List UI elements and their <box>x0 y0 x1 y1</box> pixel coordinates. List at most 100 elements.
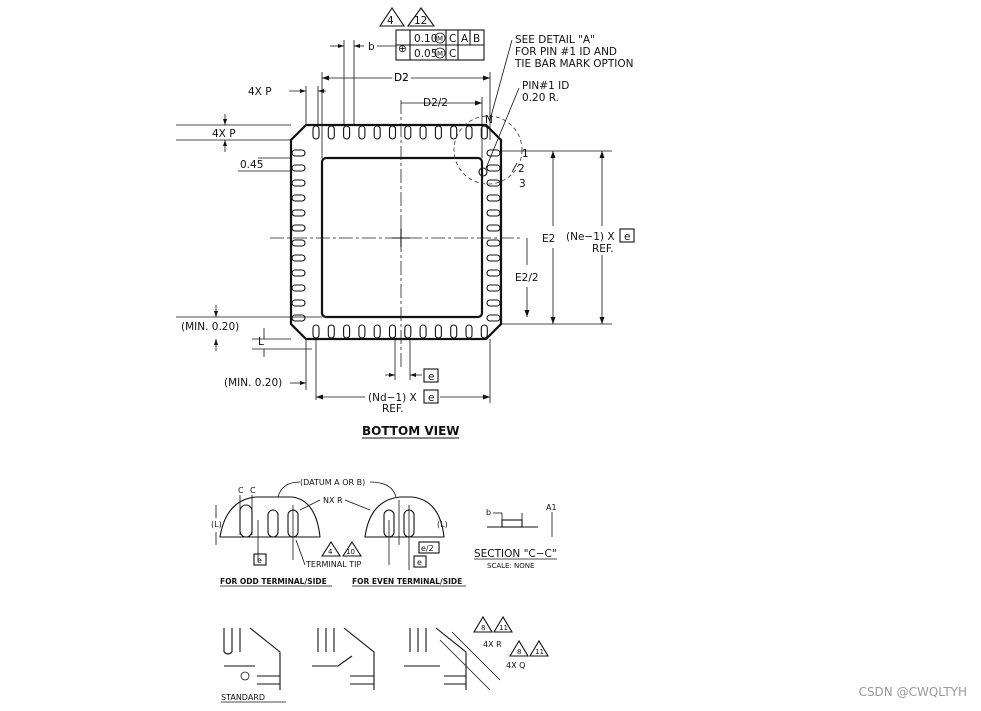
svg-text:N: N <box>485 114 493 126</box>
terminal-bottom <box>434 324 442 339</box>
note-ref-8-top: 8 <box>473 615 493 633</box>
terminal-right <box>486 239 501 247</box>
terminal-top <box>404 125 412 140</box>
svg-text:2: 2 <box>518 163 525 175</box>
terminal-left <box>291 299 306 307</box>
svg-text:A1: A1 <box>546 503 557 512</box>
svg-text:0.20 R.: 0.20 R. <box>522 92 559 104</box>
svg-text:(L): (L) <box>211 520 222 529</box>
terminal-right <box>486 179 501 187</box>
exposed-pad <box>320 156 484 319</box>
terminal-left <box>291 179 306 187</box>
b-label: b <box>368 41 375 53</box>
terminal-top <box>465 125 473 140</box>
svg-text:C: C <box>449 48 456 60</box>
svg-text:C: C <box>238 486 244 495</box>
svg-text:(MIN. 0.20): (MIN. 0.20) <box>181 321 239 333</box>
terminal-left <box>291 269 306 277</box>
terminal-top <box>343 125 351 140</box>
terminal-left <box>291 239 306 247</box>
svg-text:D2/2: D2/2 <box>423 97 448 109</box>
svg-text:3: 3 <box>519 178 526 190</box>
svg-text:D2: D2 <box>394 72 409 84</box>
svg-text:1: 1 <box>522 148 529 160</box>
terminal-top <box>312 125 320 140</box>
svg-text:4X P: 4X P <box>248 86 272 98</box>
svg-text:REF.: REF. <box>592 243 614 255</box>
watermark: CSDN @CWQLTYH <box>858 685 967 699</box>
corner-standard: STANDARD <box>221 627 286 703</box>
terminal-bottom <box>419 324 427 339</box>
svg-text:e: e <box>624 231 630 243</box>
note-ref-12: 12 <box>406 7 436 27</box>
svg-text:0.05: 0.05 <box>414 48 437 60</box>
svg-text:e: e <box>257 556 262 565</box>
svg-text:(L): (L) <box>437 520 448 529</box>
terminal-left <box>291 284 306 292</box>
terminal-bottom <box>373 324 381 339</box>
svg-text:e: e <box>428 371 434 383</box>
svg-text:L: L <box>258 336 264 348</box>
terminal-left <box>291 209 306 217</box>
note-ref-4: 4 <box>378 7 406 27</box>
svg-text:4: 4 <box>387 15 394 27</box>
svg-text:4: 4 <box>328 548 333 556</box>
terminal-top <box>434 125 442 140</box>
svg-text:(DATUM A OR B): (DATUM A OR B) <box>300 478 365 487</box>
svg-text:0.45: 0.45 <box>240 159 263 171</box>
terminal-right <box>486 299 501 307</box>
terminal-right <box>486 314 501 322</box>
svg-text:4X Q: 4X Q <box>506 661 525 670</box>
position-symbol: ⊕ <box>398 43 407 55</box>
terminal-right <box>486 254 501 262</box>
svg-text:M: M <box>437 50 443 58</box>
svg-text:STANDARD: STANDARD <box>221 693 265 702</box>
terminal-left <box>291 194 306 202</box>
svg-text:NX R: NX R <box>323 496 343 505</box>
svg-text:B: B <box>473 33 480 45</box>
bottom-view-title: BOTTOM VIEW <box>362 424 460 438</box>
svg-text:e: e <box>417 558 422 567</box>
terminal-top <box>419 125 427 140</box>
note-ref-8-bottom: 8 <box>509 639 529 657</box>
svg-text:E2/2: E2/2 <box>515 272 539 284</box>
svg-text:11: 11 <box>535 648 544 656</box>
svg-text:REF.: REF. <box>382 403 404 415</box>
section-cc: b A1 SECTION "C−C" SCALE: NONE <box>474 503 557 570</box>
svg-text:e: e <box>428 392 434 404</box>
terminal-bottom <box>312 324 320 339</box>
svg-text:SEE DETAIL "A": SEE DETAIL "A" <box>515 34 595 46</box>
terminal-right <box>486 209 501 217</box>
terminal-top <box>373 125 381 140</box>
package-outline <box>289 123 503 341</box>
svg-text:4X R: 4X R <box>483 640 502 649</box>
terminal-top <box>327 125 335 140</box>
svg-text:8: 8 <box>481 624 485 632</box>
terminal-detail-even: (L) e/2 e <box>364 496 448 570</box>
terminal-bottom <box>480 324 488 339</box>
terminal-top <box>480 125 488 140</box>
terminal-bottom <box>388 324 397 339</box>
terminal-bottom <box>450 324 458 339</box>
terminal-right <box>486 224 501 232</box>
svg-text:D2: D2 <box>394 72 409 84</box>
terminal-top <box>388 125 397 140</box>
svg-text:C: C <box>449 33 456 45</box>
bottom-view <box>270 100 523 370</box>
corner-option-3: 8 11 4X R 8 11 4X Q <box>404 615 549 691</box>
svg-text:FOR PIN #1 ID AND: FOR PIN #1 ID AND <box>515 46 617 58</box>
pin1-notch <box>478 167 488 177</box>
terminal-left <box>291 224 306 232</box>
corner-option-2 <box>312 627 375 690</box>
svg-text:(MIN. 0.20): (MIN. 0.20) <box>224 377 282 389</box>
terminal-right <box>486 284 501 292</box>
svg-text:TIE BAR MARK OPTION: TIE BAR MARK OPTION <box>514 58 634 70</box>
terminal-right <box>486 269 501 277</box>
terminal-bottom <box>358 324 366 339</box>
bottom-view-dimensions: 4 12 ⊕ 0.10 M C A B 0.05 M C b <box>176 7 635 439</box>
note-ref-11-bottom: 11 <box>529 639 549 657</box>
svg-text:e/2: e/2 <box>421 544 434 553</box>
terminal-right <box>486 194 501 202</box>
terminal-bottom <box>404 324 412 339</box>
